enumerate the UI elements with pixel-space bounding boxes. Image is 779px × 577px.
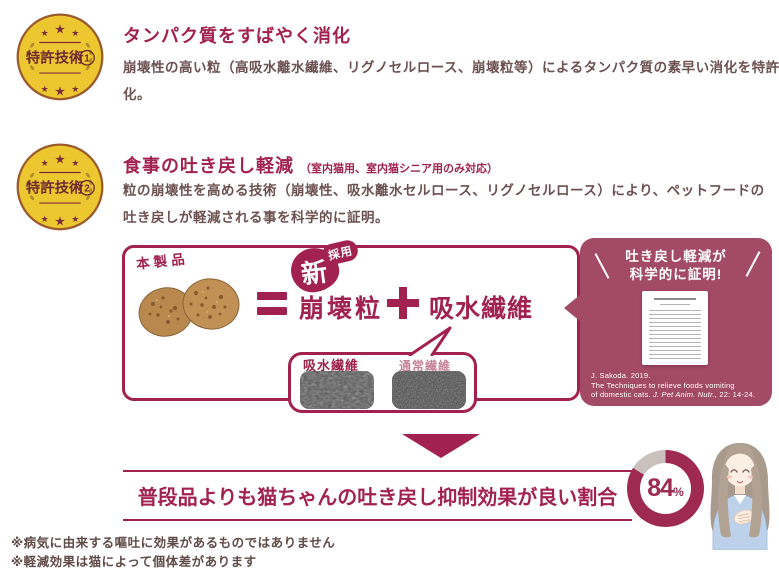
patent-badge-1-icon: ★ ★ ★ ★ ★ ★ 特許技術 1 bbox=[16, 13, 104, 101]
star-icon: ★ bbox=[71, 158, 79, 168]
patent-badge-2-number: 2 bbox=[84, 183, 90, 194]
star-icon: ★ bbox=[71, 214, 79, 224]
equals-sign bbox=[257, 292, 287, 315]
absorbent-fiber-label: 吸水繊維 bbox=[303, 358, 360, 373]
star-icon: ★ bbox=[71, 28, 79, 38]
citation-line3: of domestic cats. J. Pet Anim. Nutr., 22… bbox=[591, 390, 756, 400]
normal-fiber-micrograph bbox=[392, 371, 466, 409]
normal-fiber-label: 通常繊維 bbox=[399, 359, 452, 373]
kibble-image bbox=[138, 278, 240, 337]
result-banner: 普段品よりも猫ちゃんの吐き戻し抑制効果が良い割合 bbox=[123, 470, 632, 521]
woman-illustration bbox=[710, 443, 770, 550]
journal-paper-thumbnail bbox=[642, 291, 708, 365]
laurel-icon bbox=[27, 42, 93, 71]
patent-badge-1-number: 1 bbox=[84, 53, 90, 64]
patent-2-title-text: 食事の吐き戻し軽減 bbox=[123, 156, 294, 176]
plus-sign bbox=[387, 287, 419, 319]
result-percentage: 84% bbox=[647, 474, 683, 503]
kibble-texture bbox=[148, 286, 227, 324]
patent-2-title: 食事の吐き戻し軽減 （室内猫用、室内猫シニア用のみ対応） bbox=[123, 152, 498, 178]
citation: J. Sakoda. 2019. The Techniques to relie… bbox=[591, 371, 769, 400]
citation-journal-name: J. Pet Anim. Nutr., bbox=[652, 390, 718, 400]
patent-badge-1-label: 特許技術 bbox=[26, 48, 84, 66]
new-adoption-badge: 新 採用 bbox=[288, 238, 361, 296]
footnote-2: ※軽減効果は猫によって個体差があります bbox=[11, 555, 257, 569]
term-absorbent-fiber: 吸水繊維 bbox=[429, 295, 534, 323]
bubble-tail bbox=[408, 326, 452, 356]
citation-line1: J. Sakoda. 2019. bbox=[591, 371, 651, 380]
patent-badge-2-icon: ★ ★ ★ ★ ★ ★ 特許技術 2 bbox=[16, 143, 104, 231]
result-banner-text: 普段品よりも猫ちゃんの吐き戻し抑制効果が良い割合 bbox=[137, 487, 618, 509]
percentage-number: 84 bbox=[647, 474, 674, 502]
star-icon: ★ bbox=[71, 84, 79, 94]
down-arrow-icon bbox=[402, 434, 480, 458]
star-icon: ★ bbox=[41, 28, 49, 38]
patent-1-description: 崩壊性の高い粒（高吸水離水繊維、リグノセルロース、崩壊粒等）によるタンパク質の素… bbox=[123, 60, 779, 102]
proof-panel-pointer bbox=[564, 294, 581, 322]
patent-1-title: タンパク質をすばやく消化 bbox=[123, 26, 351, 46]
result-donut: 84% bbox=[627, 450, 704, 527]
star-icon: ★ bbox=[41, 158, 49, 168]
star-icon: ★ bbox=[41, 84, 49, 94]
proof-headline-line1: 吐き戻し軽減が bbox=[625, 249, 727, 264]
footnote-1: ※病気に由来する嘔吐に効果があるものではありません bbox=[11, 536, 336, 550]
footnotes: ※病気に由来する嘔吐に効果があるものではありません ※軽減効果は猫によって個体差… bbox=[11, 534, 335, 572]
term-collapsible-granule: 崩壊粒 bbox=[299, 295, 384, 323]
star-icon: ★ bbox=[41, 214, 49, 224]
star-icon: ★ bbox=[54, 153, 65, 167]
new-badge-new-char: 新 bbox=[299, 256, 330, 290]
absorbent-fiber-micrograph bbox=[300, 371, 374, 409]
patent-badge-2-label: 特許技術 bbox=[26, 178, 84, 196]
star-icon: ★ bbox=[54, 85, 65, 99]
patent-2-description: 粒の崩壊性を高める技術（崩壊性、吸水離水セルロース、リグノセルロース）により、ペ… bbox=[123, 183, 765, 225]
proof-headline-line2: 科学的に証明! bbox=[629, 267, 723, 282]
star-icon: ★ bbox=[54, 215, 65, 229]
patent-2-title-note: （室内猫用、室内猫シニア用のみ対応） bbox=[300, 163, 499, 175]
star-icon: ★ bbox=[54, 23, 65, 37]
percentage-sign: % bbox=[673, 485, 684, 499]
proof-headline: 吐き戻し軽減が 科学的に証明! bbox=[592, 248, 760, 284]
citation-line2: The Techniques to relieve foods vomiting bbox=[591, 380, 735, 390]
